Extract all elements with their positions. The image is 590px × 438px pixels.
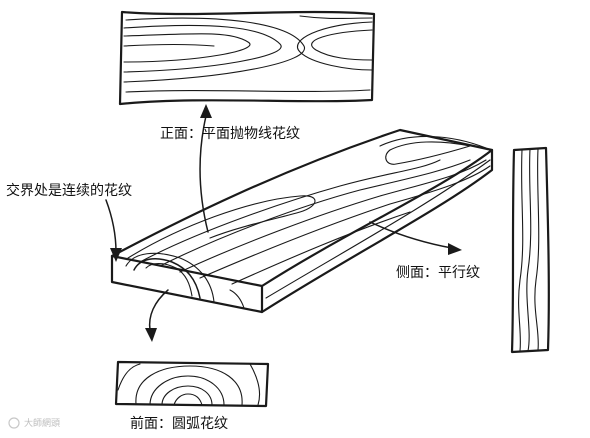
label-side-face: 侧面：平行纹 (396, 265, 480, 281)
label-junction: 交界处是连续的花纹 (6, 182, 132, 199)
watermark-logo-icon (8, 417, 20, 429)
front-plank-panel (114, 360, 270, 408)
label-front-face: 前面：圆弧花纹 (130, 415, 228, 432)
top-plank-panel (118, 10, 376, 106)
arrow-to-junction (105, 199, 122, 262)
watermark-text: 大師網頭 (24, 417, 60, 429)
plank-3d (110, 128, 494, 314)
arrow-to-top-panel (199, 104, 212, 233)
watermark: 大師網頭 (8, 417, 60, 429)
label-plane-face: 正面：平面抛物线花纹 (160, 126, 300, 142)
side-plank-panel (510, 146, 550, 354)
arrow-to-front-panel (145, 289, 169, 342)
arrow-to-side-panel (369, 221, 462, 255)
